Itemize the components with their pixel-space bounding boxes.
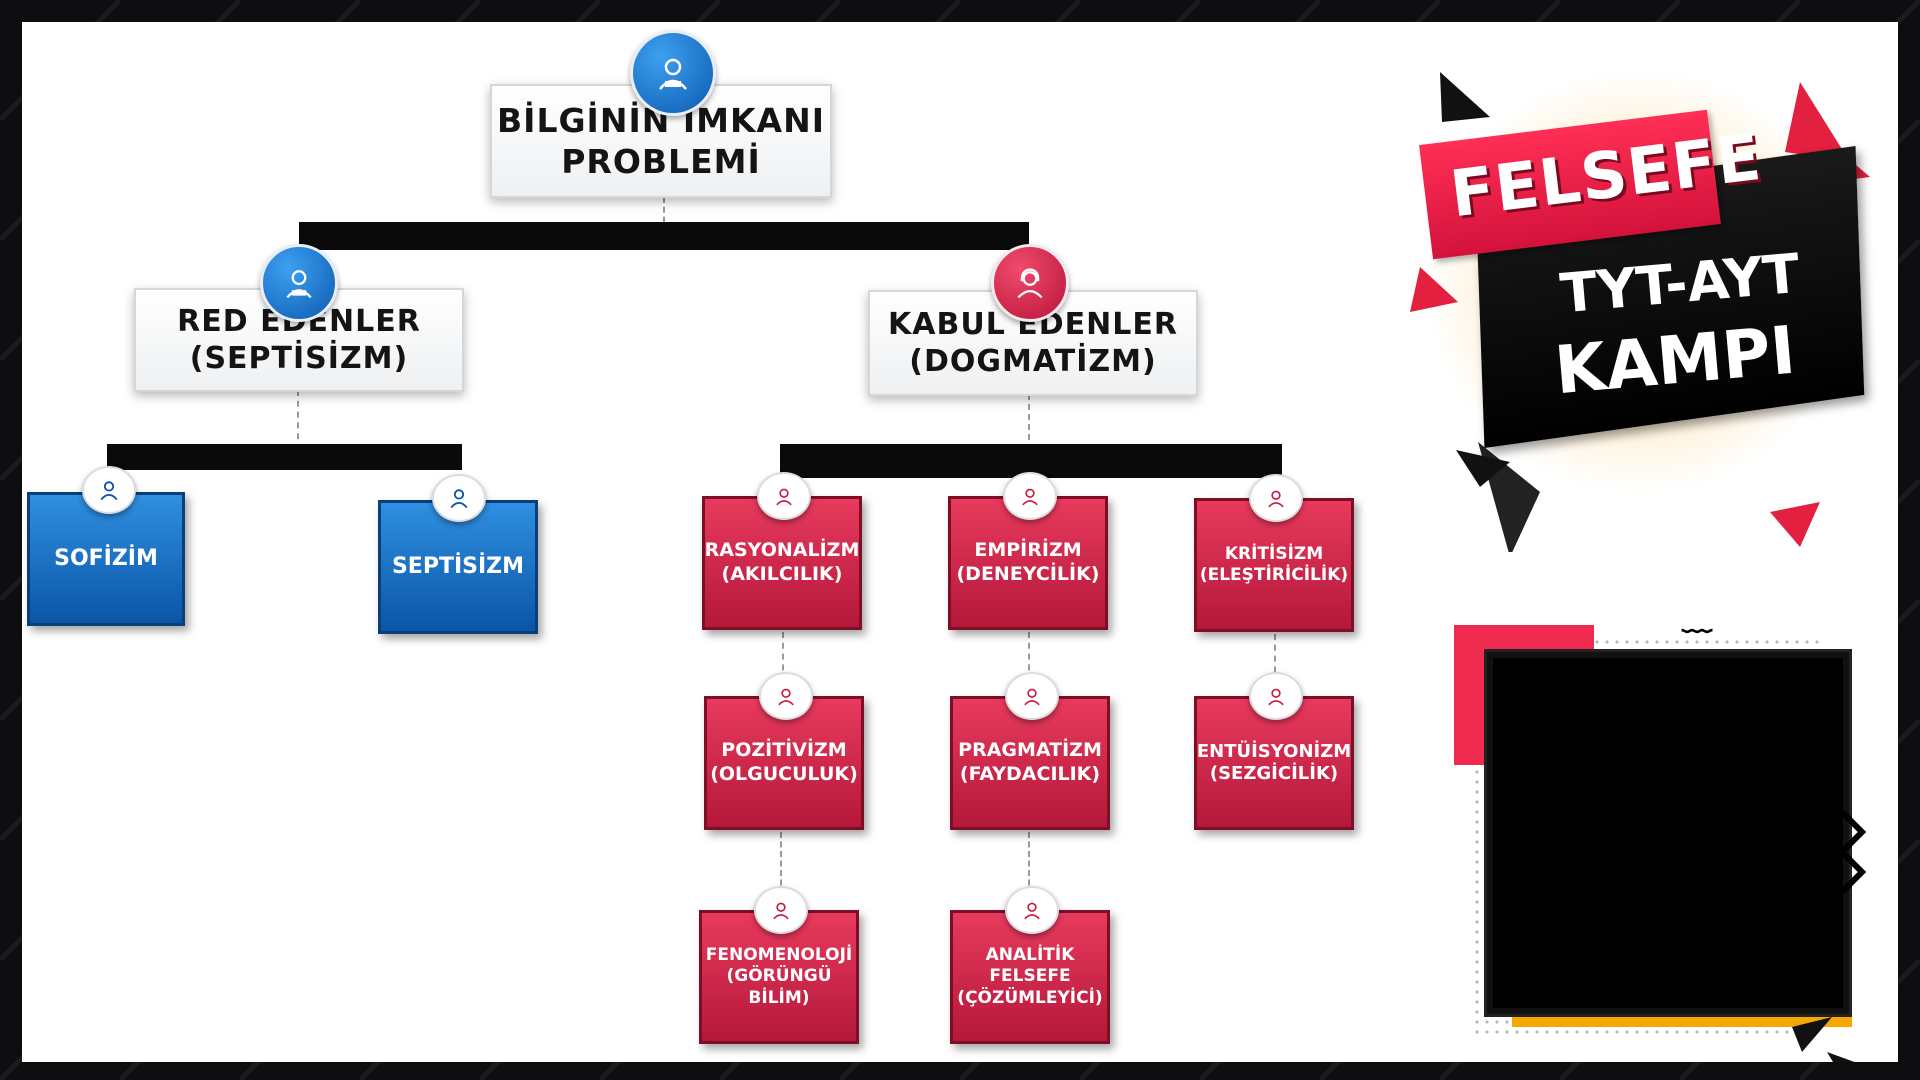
woman-icon	[1268, 490, 1284, 508]
root-bar	[299, 222, 1029, 250]
woman-icon	[1017, 268, 1043, 299]
right-connector	[1028, 394, 1030, 450]
woman-icon	[1268, 688, 1284, 706]
slide-canvas: BİLGİNİN İMKANI PROBLEMİ RED EDENLER (SE…	[22, 22, 1898, 1062]
node-sofizim: SOFİZİM	[27, 492, 185, 626]
left-connector	[297, 390, 299, 450]
node-analitik-line1: ANALİTİK FELSEFE	[985, 945, 1075, 987]
webcam-frame: ﹏ ﹏	[1452, 603, 1892, 1062]
col3-connector-a	[1274, 634, 1276, 694]
node-sofizim-label: SOFİZİM	[54, 546, 158, 572]
node-entuisyonizm-line2: (SEZGİCİLİK)	[1209, 763, 1339, 784]
node-pozitivizm-line2: (OLGUCULUK)	[710, 763, 858, 785]
pozitivizm-badge	[759, 672, 813, 720]
person-icon	[659, 58, 687, 90]
septisizm-badge	[432, 474, 486, 522]
node-fenomenoloji-line1: FENOMENOLOJİ	[705, 945, 853, 966]
banner-triangles	[1410, 72, 1870, 552]
woman-icon	[1024, 688, 1040, 706]
col2-connector-b	[1028, 832, 1030, 914]
woman-icon	[1022, 488, 1038, 506]
woman-icon	[773, 902, 789, 920]
right-branch-badge	[991, 244, 1069, 322]
col1-connector-a	[782, 632, 784, 692]
node-pragmatizm: PRAGMATİZM (FAYDACILIK)	[950, 696, 1110, 830]
sofizim-badge	[82, 466, 136, 514]
zigzag-icon: ﹏	[1682, 603, 1712, 638]
pragmatizm-badge	[1005, 672, 1059, 720]
col2-connector-a	[1028, 632, 1030, 692]
node-kritisizm-line2: (ELEŞTİRİCİLİK)	[1199, 565, 1349, 585]
right-branch-line2: (DOGMATİZM)	[909, 344, 1157, 379]
woman-icon	[778, 688, 794, 706]
node-empirizm-line1: EMPİRİZM	[974, 539, 1082, 562]
woman-icon	[1024, 902, 1040, 920]
left-branch-line2: (SEPTİSİZM)	[189, 341, 409, 376]
zigzag-vertical-icon	[1837, 809, 1867, 895]
zigzag-icon: ﹏	[1462, 1040, 1492, 1062]
col1-connector-b	[780, 832, 782, 914]
node-septisizm-label: SEPTİSİZM	[391, 554, 525, 580]
node-rasyonalizm-line1: RASYONALİZM	[704, 539, 860, 562]
node-pragmatizm-line1: PRAGMATİZM	[958, 739, 1102, 762]
node-pozitivizm: POZİTİVİZM (OLGUCULUK)	[704, 696, 864, 830]
node-pragmatizm-line2: (FAYDACILIK)	[959, 763, 1101, 785]
person-icon	[286, 270, 312, 299]
woman-icon	[776, 488, 792, 506]
cam-triangles	[1792, 1017, 1855, 1062]
person-icon	[450, 489, 468, 509]
entuisyonizm-badge	[1249, 672, 1303, 720]
right-branch-node: KABUL EDENLER (DOGMATİZM)	[868, 290, 1198, 396]
node-kritisizm-line1: KRİTİSİZM	[1224, 543, 1324, 564]
brand-banner: FELSEFE TYT-AYT KAMPI	[1380, 52, 1898, 552]
left-bar	[107, 444, 462, 470]
fenomenoloji-badge	[754, 886, 808, 934]
rasyonalizm-badge	[757, 472, 811, 520]
node-rasyonalizm-line2: (AKILCILIK)	[721, 563, 843, 585]
node-pozitivizm-line1: POZİTİVİZM	[721, 739, 847, 762]
node-analitik-line2: (ÇÖZÜMLEYİCİ)	[957, 987, 1103, 1008]
kritisizm-badge	[1249, 474, 1303, 522]
analitik-badge	[1005, 886, 1059, 934]
root-line2: PROBLEMİ	[561, 142, 761, 181]
empirizm-badge	[1003, 472, 1057, 520]
node-entuisyonizm-line1: ENTÜİSYONİZM	[1196, 740, 1352, 762]
left-branch-badge	[260, 244, 338, 322]
cam-video-area	[1487, 652, 1849, 1014]
node-fenomenoloji-line2: (GÖRÜNGÜ BİLİM)	[726, 966, 832, 1008]
root-connector	[663, 197, 665, 242]
node-empirizm-line2: (DENEYCİLİK)	[956, 563, 1100, 585]
root-badge	[630, 30, 716, 116]
person-icon	[100, 481, 118, 501]
